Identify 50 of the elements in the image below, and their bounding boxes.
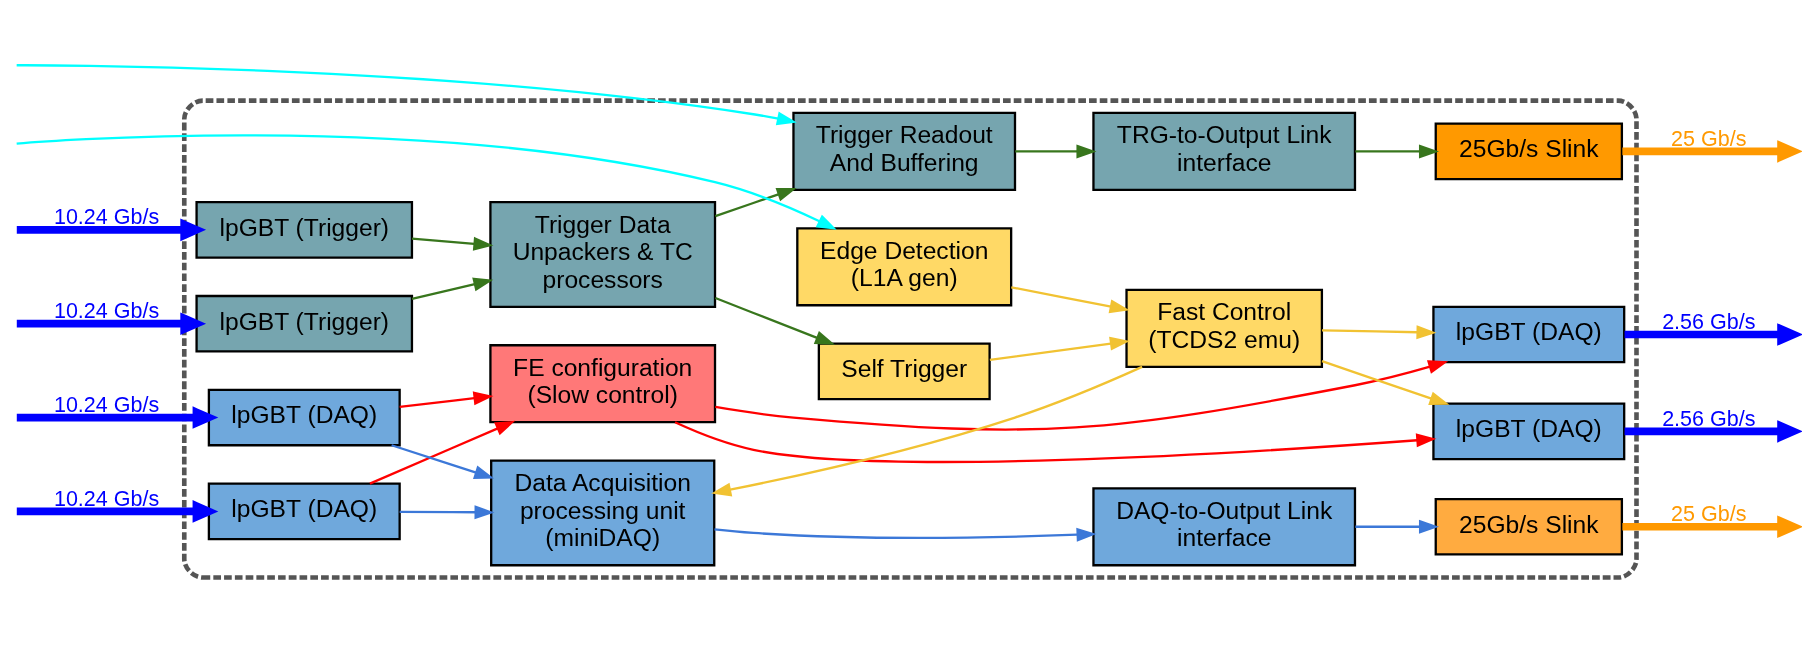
node-box: FE configuration (Slow control) [489,343,717,423]
arrow [711,365,1143,496]
arrow [715,187,797,217]
node-box: 25Gb/s Slink [1434,497,1624,556]
node-box: Data Acquisition processing unit (miniDAQ) [490,458,716,566]
arrow [1622,139,1802,163]
node-box: lpGBT (DAQ) [207,388,401,446]
node-box: DAQ-to-Output Link interface [1092,486,1357,566]
node-box: Trigger Data Unpackers & TC processors [489,200,717,308]
arrow [399,504,495,519]
node-box: lpGBT (DAQ) [1432,402,1626,460]
arrow [1624,419,1802,443]
arrow [16,63,797,125]
node-box: Edge Detection (L1A gen) [796,226,1013,306]
arrow [1015,143,1097,158]
arrow [399,390,494,408]
arrow [1321,359,1450,405]
node-box: lpGBT (Trigger) [195,200,414,259]
node-box: lpGBT (Trigger) [195,294,414,353]
node-box: Self Trigger [817,342,991,400]
arrow [1355,143,1439,158]
arrow [1624,322,1802,346]
arrow [715,359,1449,431]
node-box: Trigger Readout And Buffering [792,111,1017,191]
edge-label: 10.24 Gb/s [53,298,160,323]
arrow [1321,324,1437,339]
node-box: TRG-to-Output Link interface [1092,111,1357,191]
arrow [411,277,494,300]
edge-label: 25 Gb/s [1671,126,1747,151]
arrow [1011,285,1130,313]
edge-label: 10.24 Gb/s [53,204,160,229]
edge-label: 10.24 Gb/s [53,486,160,511]
arrow [1622,515,1802,538]
edge-label: 25 Gb/s [1671,501,1747,526]
node-box: Fast Control (TCDS2 emu) [1125,288,1324,368]
node-box: 25Gb/s Slink [1434,122,1624,180]
node-box: lpGBT (DAQ) [1432,305,1626,363]
arrow [1355,519,1439,534]
arrow [989,336,1130,361]
arrow [714,296,835,345]
arrow [369,420,516,485]
arrow [411,236,494,251]
arrow [714,527,1097,542]
edge-label: 10.24 Gb/s [53,392,160,417]
arrow [391,443,495,479]
arrow [674,420,1437,463]
node-box: lpGBT (DAQ) [207,482,401,540]
arrow [16,133,837,230]
edge-label: 2.56 Gb/s [1662,309,1756,334]
edge-label: 2.56 Gb/s [1662,406,1756,431]
